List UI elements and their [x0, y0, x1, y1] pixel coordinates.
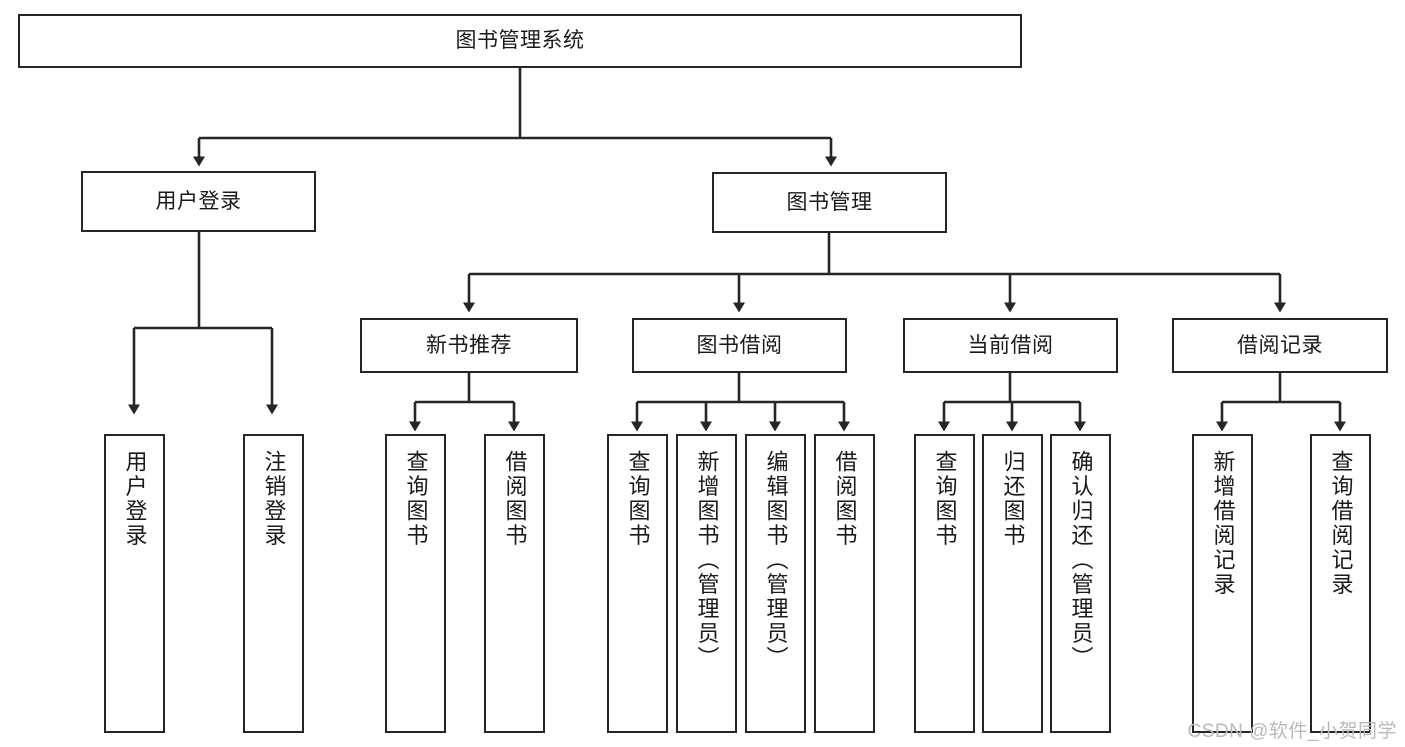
- node-label: 新书推荐: [426, 333, 512, 357]
- leaf-add-book-admin[interactable]: 新增图书（管理员）: [676, 434, 737, 733]
- node-label: 查询图书: [403, 450, 429, 548]
- node-label: 编辑图书（管理员）: [763, 450, 789, 671]
- watermark-text: CSDN @软件_小贺同学: [1187, 721, 1397, 742]
- leaf-borrow-book-recommend[interactable]: 借阅图书: [484, 434, 545, 733]
- leaf-logout[interactable]: 注销登录: [243, 434, 304, 733]
- node-borrow-record[interactable]: 借阅记录: [1172, 318, 1388, 373]
- leaf-confirm-return-admin[interactable]: 确认归还（管理员）: [1050, 434, 1111, 733]
- node-label: 当前借阅: [967, 333, 1054, 357]
- node-label: 归还图书: [1000, 450, 1026, 548]
- node-label: 查询图书: [932, 450, 958, 548]
- node-current-borrow[interactable]: 当前借阅: [903, 318, 1118, 373]
- leaf-query-book-current[interactable]: 查询图书: [914, 434, 975, 733]
- node-label: 新增借阅记录: [1210, 450, 1236, 597]
- node-book-borrow[interactable]: 图书借阅: [632, 318, 847, 373]
- node-label: 借阅图书: [832, 450, 858, 548]
- node-label: 查询借阅记录: [1328, 450, 1354, 597]
- node-label: 图书借阅: [696, 333, 783, 357]
- leaf-edit-book-admin[interactable]: 编辑图书（管理员）: [745, 434, 806, 733]
- node-label: 用户登录: [155, 189, 242, 213]
- node-user-login[interactable]: 用户登录: [81, 171, 316, 232]
- node-root-book-management-system[interactable]: 图书管理系统: [18, 14, 1022, 68]
- node-label: 借阅记录: [1237, 333, 1323, 357]
- node-label: 查询图书: [625, 450, 651, 548]
- node-label: 确认归还（管理员）: [1068, 450, 1094, 671]
- node-new-book-recommend[interactable]: 新书推荐: [360, 318, 578, 373]
- node-label: 图书管理: [786, 190, 873, 214]
- leaf-add-borrow-record[interactable]: 新增借阅记录: [1192, 434, 1253, 733]
- node-label: 注销登录: [261, 450, 287, 548]
- leaf-borrow-book[interactable]: 借阅图书: [814, 434, 875, 733]
- node-label: 借阅图书: [502, 450, 528, 548]
- leaf-query-book-borrow[interactable]: 查询图书: [607, 434, 668, 733]
- node-label: 用户登录: [122, 450, 148, 548]
- leaf-query-book-recommend[interactable]: 查询图书: [385, 434, 446, 733]
- node-book-management[interactable]: 图书管理: [712, 172, 947, 233]
- leaf-query-borrow-record[interactable]: 查询借阅记录: [1310, 434, 1371, 733]
- leaf-return-book[interactable]: 归还图书: [982, 434, 1043, 733]
- node-label: 新增图书（管理员）: [694, 450, 720, 671]
- leaf-user-login[interactable]: 用户登录: [104, 434, 165, 733]
- node-label: 图书管理系统: [455, 29, 585, 53]
